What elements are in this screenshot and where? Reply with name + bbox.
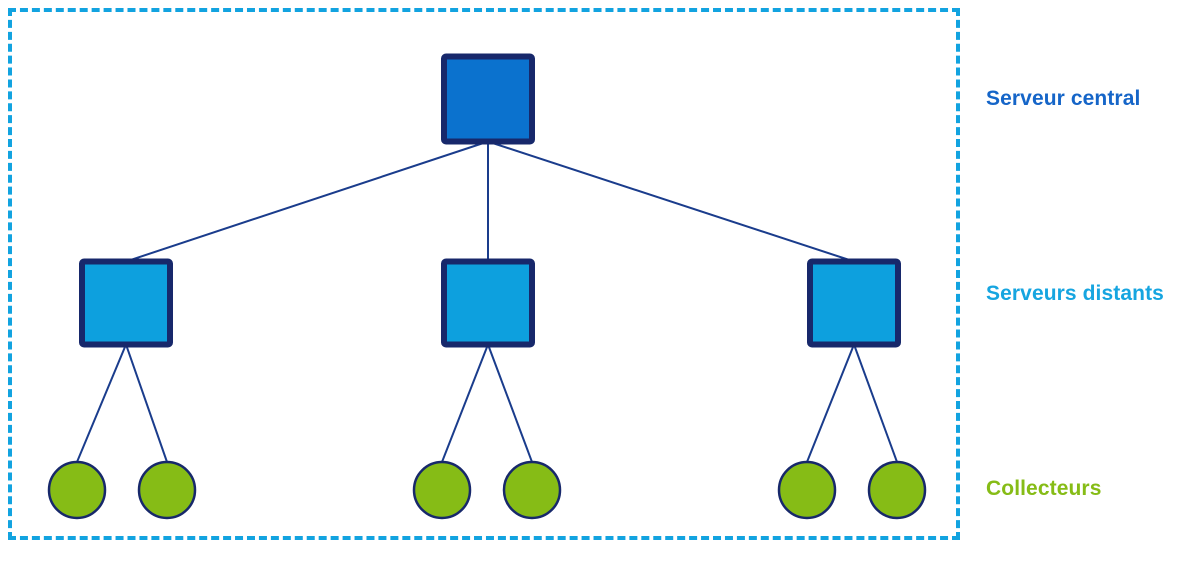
node-distant-3[interactable] bbox=[807, 258, 901, 348]
node-distant-1[interactable] bbox=[79, 258, 173, 348]
connector-line bbox=[441, 344, 489, 463]
node-collecteur-5[interactable] bbox=[777, 460, 837, 520]
node-collecteur-2[interactable] bbox=[137, 460, 197, 520]
connector-line bbox=[125, 140, 489, 263]
connector-line bbox=[806, 344, 855, 463]
node-collecteur-4[interactable] bbox=[502, 460, 562, 520]
connector-line bbox=[125, 344, 168, 463]
node-distant-2[interactable] bbox=[441, 258, 535, 348]
legend-label-serveur-central: Serveur central bbox=[986, 87, 1141, 110]
node-layer bbox=[47, 53, 927, 520]
node-collecteur-1[interactable] bbox=[47, 460, 107, 520]
node-collecteur-3[interactable] bbox=[412, 460, 472, 520]
connector-line bbox=[853, 344, 898, 463]
connector-line bbox=[76, 344, 127, 463]
node-collecteur-6[interactable] bbox=[867, 460, 927, 520]
legend-label-serveurs-distants: Serveurs distants bbox=[986, 282, 1164, 305]
connector-line bbox=[487, 140, 855, 263]
connector-layer bbox=[76, 140, 898, 463]
legend-label-collecteurs: Collecteurs bbox=[986, 477, 1102, 500]
node-central-1[interactable] bbox=[441, 53, 535, 145]
connector-line bbox=[487, 344, 533, 463]
